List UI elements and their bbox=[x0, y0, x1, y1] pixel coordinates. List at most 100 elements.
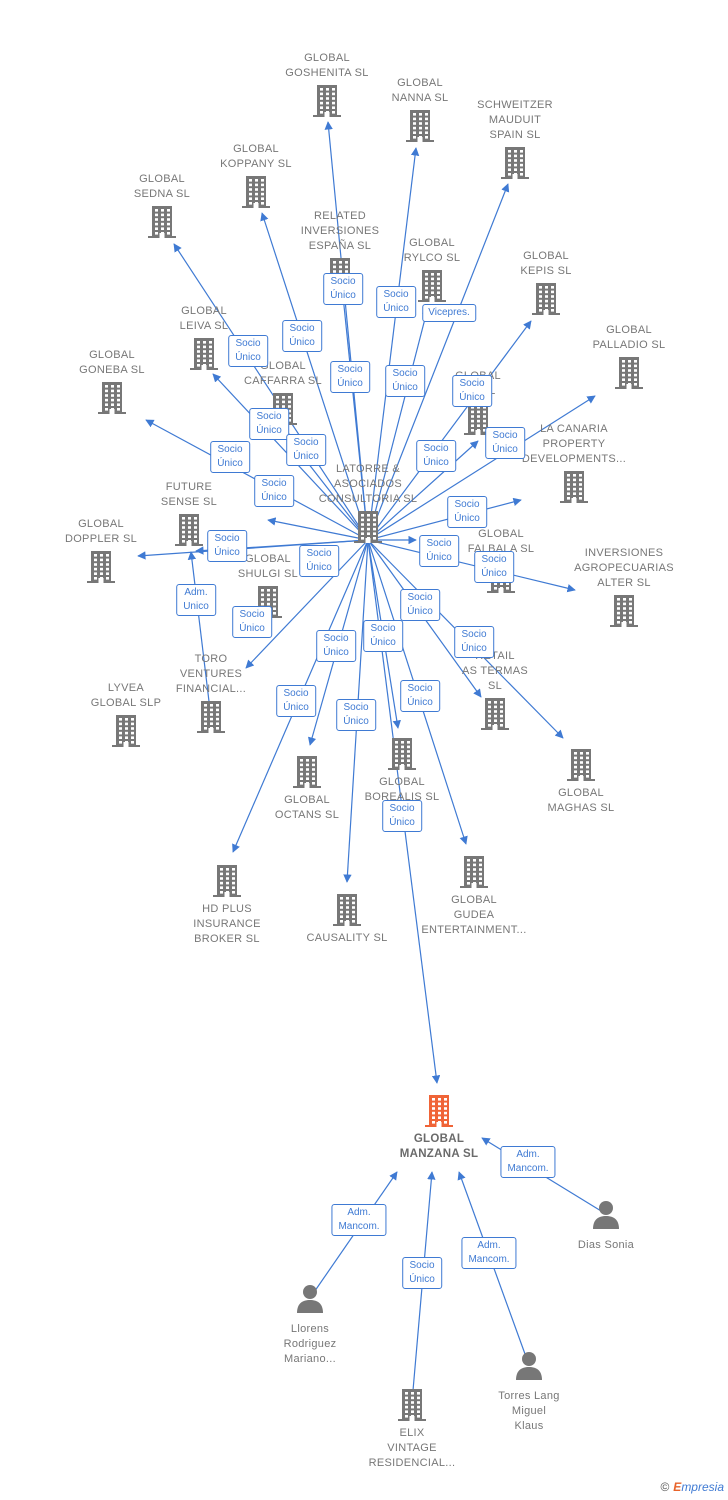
relation-badge[interactable]: Adm. Mancom. bbox=[500, 1146, 556, 1178]
relation-badge[interactable]: Socio Único bbox=[402, 1257, 442, 1289]
node-palladio[interactable]: GLOBAL PALLADIO SL bbox=[549, 323, 709, 394]
edge-hub-aglobal bbox=[367, 440, 479, 541]
relation-badge[interactable]: Socio Único bbox=[376, 286, 416, 318]
edge-hub-sedna bbox=[173, 243, 369, 541]
relation-badge[interactable]: Socio Único bbox=[276, 685, 316, 717]
relation-badge[interactable]: Socio Único bbox=[382, 800, 422, 832]
node-doppler[interactable]: GLOBAL DOPPLER SL bbox=[21, 517, 181, 588]
copyright-symbol: © bbox=[660, 1480, 670, 1494]
building-icon bbox=[359, 1093, 519, 1132]
node-label: LA CANARIA PROPERTY DEVELOPMENTS... bbox=[521, 423, 627, 465]
node-schweitzer[interactable]: SCHWEITZER MAUDUIT SPAIN SL bbox=[435, 98, 595, 184]
node-lyvea[interactable]: LYVEA GLOBAL SLP bbox=[46, 681, 206, 752]
node-label: GLOBAL KOPPANY SL bbox=[220, 143, 292, 170]
node-label: CAUSALITY SL bbox=[306, 932, 388, 944]
relation-badge[interactable]: Socio Único bbox=[282, 320, 322, 352]
person-icon bbox=[526, 1199, 686, 1234]
building-icon bbox=[21, 549, 181, 588]
edge-hub-rylco bbox=[367, 306, 431, 541]
relation-badge[interactable]: Socio Único bbox=[474, 551, 514, 583]
building-icon bbox=[352, 268, 512, 307]
relation-badge[interactable]: Socio Único bbox=[249, 408, 289, 440]
relation-badge[interactable]: Socio Único bbox=[330, 361, 370, 393]
building-icon bbox=[109, 512, 269, 551]
building-icon bbox=[322, 736, 482, 775]
node-label: GLOBAL SEDNA SL bbox=[133, 173, 191, 200]
node-agropec[interactable]: INVERSIONES AGROPECUARIAS ALTER SL bbox=[544, 546, 704, 632]
node-hdplus[interactable]: HD PLUS INSURANCE BROKER SL bbox=[147, 861, 307, 947]
node-nanna[interactable]: GLOBAL NANNA SL bbox=[340, 76, 500, 147]
node-future[interactable]: FUTURE SENSE SL bbox=[109, 480, 269, 551]
building-icon bbox=[176, 174, 336, 213]
relation-badge[interactable]: Adm. Mancom. bbox=[331, 1204, 387, 1236]
building-icon bbox=[288, 509, 448, 548]
node-rylco[interactable]: GLOBAL RYLCO SL bbox=[352, 236, 512, 307]
node-causality[interactable]: CAUSALITY SL bbox=[267, 890, 427, 946]
building-icon bbox=[394, 854, 554, 893]
relation-badge[interactable]: Socio Único bbox=[452, 375, 492, 407]
node-maghas[interactable]: GLOBAL MAGHAS SL bbox=[501, 745, 661, 816]
node-torres[interactable]: Torres Lang Miguel Klaus bbox=[449, 1350, 609, 1434]
relation-badge[interactable]: Socio Único bbox=[210, 441, 250, 473]
building-icon bbox=[544, 593, 704, 632]
node-toro[interactable]: TORO VENTURES FINANCIAL... bbox=[131, 652, 291, 738]
node-sedna[interactable]: GLOBAL SEDNA SL bbox=[82, 172, 242, 243]
relation-badge[interactable]: Socio Único bbox=[299, 545, 339, 577]
relation-badge[interactable]: Socio Único bbox=[228, 335, 268, 367]
node-leiva[interactable]: GLOBAL LEIVA SL bbox=[124, 304, 284, 375]
node-gudea[interactable]: GLOBAL GUDEA ENTERTAINMENT... bbox=[394, 852, 554, 938]
building-icon bbox=[340, 108, 500, 147]
node-label: Llorens Rodriguez Mariano... bbox=[283, 1323, 337, 1365]
node-octans[interactable]: GLOBAL OCTANS SL bbox=[227, 752, 387, 823]
node-label: GLOBAL RYLCO SL bbox=[403, 237, 461, 264]
relation-badge[interactable]: Socio Único bbox=[232, 606, 272, 638]
node-manzana[interactable]: GLOBAL MANZANA SL bbox=[359, 1091, 519, 1162]
node-label: GLOBAL MANZANA SL bbox=[399, 1133, 479, 1160]
building-icon bbox=[124, 336, 284, 375]
node-llorens[interactable]: Llorens Rodriguez Mariano... bbox=[230, 1283, 390, 1367]
building-icon bbox=[267, 892, 427, 931]
building-icon bbox=[398, 401, 558, 440]
relation-badge[interactable]: Socio Único bbox=[416, 440, 456, 472]
relation-badge[interactable]: Vicepres. bbox=[422, 304, 476, 322]
relation-badge[interactable]: Socio Único bbox=[485, 427, 525, 459]
edge-hub-agropec bbox=[367, 539, 576, 593]
node-label: Dias Sonia bbox=[577, 1239, 635, 1251]
relation-badge[interactable]: Socio Único bbox=[447, 496, 487, 528]
relation-badge[interactable]: Socio Único bbox=[400, 589, 440, 621]
node-goshenita[interactable]: GLOBAL GOSHENITA SL bbox=[247, 51, 407, 122]
building-icon bbox=[494, 469, 654, 508]
relation-badge[interactable]: Adm. Mancom. bbox=[461, 1237, 517, 1269]
node-borealis[interactable]: GLOBAL BOREALIS SL bbox=[322, 734, 482, 805]
node-label: GLOBAL GUDEA ENTERTAINMENT... bbox=[421, 894, 527, 936]
node-label: ELIX VINTAGE RESIDENCIAL... bbox=[368, 1427, 456, 1469]
relation-badge[interactable]: Socio Único bbox=[207, 530, 247, 562]
relation-badge[interactable]: Socio Único bbox=[419, 535, 459, 567]
node-dias[interactable]: Dias Sonia bbox=[526, 1199, 686, 1253]
node-elix[interactable]: ELIX VINTAGE RESIDENCIAL... bbox=[332, 1385, 492, 1471]
node-koppany[interactable]: GLOBAL KOPPANY SL bbox=[176, 142, 336, 213]
node-label: RELATED INVERSIONES ESPAÑA SL bbox=[300, 210, 380, 252]
relation-badge[interactable]: Socio Único bbox=[385, 365, 425, 397]
node-label: LATORRE & ASOCIADOS CONSULTORIA SL bbox=[318, 463, 418, 505]
node-canaria[interactable]: LA CANARIA PROPERTY DEVELOPMENTS... bbox=[494, 422, 654, 508]
relation-badge[interactable]: Socio Único bbox=[363, 620, 403, 652]
relation-badge[interactable]: Adm. Unico bbox=[176, 584, 216, 616]
relation-badge[interactable]: Socio Único bbox=[400, 680, 440, 712]
relation-badge[interactable]: Socio Único bbox=[316, 630, 356, 662]
node-label: SCHWEITZER MAUDUIT SPAIN SL bbox=[477, 99, 553, 141]
building-icon bbox=[435, 145, 595, 184]
node-kepis[interactable]: GLOBAL KEPIS SL bbox=[466, 249, 626, 320]
edge-hub-toro bbox=[245, 539, 369, 669]
node-label: GLOBAL DOPPLER SL bbox=[64, 518, 138, 545]
relation-badge[interactable]: Socio Único bbox=[323, 273, 363, 305]
relation-badge[interactable]: Socio Único bbox=[254, 475, 294, 507]
relation-badge[interactable]: Socio Único bbox=[454, 626, 494, 658]
relation-badge[interactable]: Socio Único bbox=[336, 699, 376, 731]
node-goneba[interactable]: GLOBAL GONEBA SL bbox=[32, 348, 192, 419]
edge-hub-canaria bbox=[367, 497, 522, 541]
building-icon bbox=[501, 747, 661, 786]
node-hub[interactable]: LATORRE & ASOCIADOS CONSULTORIA SL bbox=[288, 462, 448, 548]
brand-e: E bbox=[673, 1480, 682, 1494]
relation-badge[interactable]: Socio Único bbox=[286, 434, 326, 466]
